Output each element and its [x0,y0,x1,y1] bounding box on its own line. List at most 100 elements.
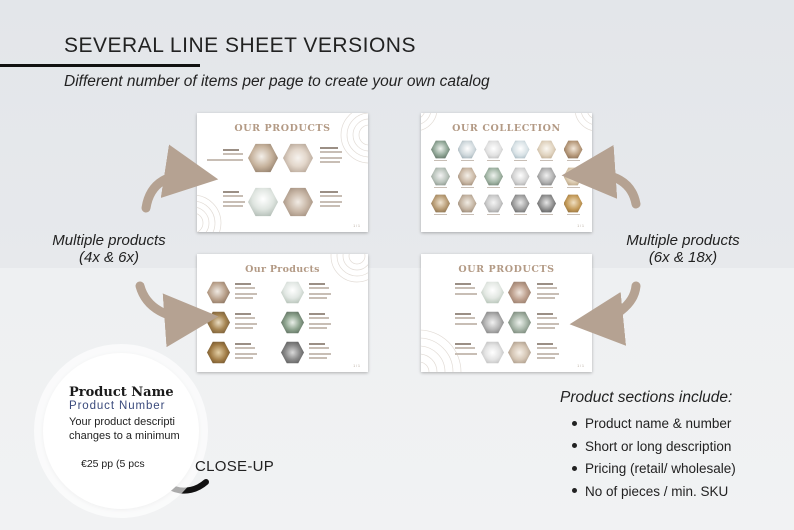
text-line [309,317,329,319]
product-image [431,167,450,186]
text-line [434,160,447,161]
text-line [309,287,329,289]
product-image [481,341,504,364]
text-line [540,187,553,188]
sheet-title: OUR COLLECTION [452,123,561,134]
text-line [309,283,325,285]
list-item: No of pieces / min. SKU [572,482,736,505]
text-line [434,187,447,188]
text-line [455,323,477,325]
text-line [309,353,331,355]
text-line [320,151,342,153]
arrow-top-right [561,144,641,209]
product-image [510,194,530,213]
decorative-arcs [330,254,368,283]
text-line [235,327,253,329]
text-line [223,153,243,155]
page-number: 1 / 1 [577,224,584,228]
text-line [513,214,527,215]
heading-underline [0,64,200,67]
text-line [455,313,471,315]
product-image [537,167,556,186]
product-image [481,281,504,304]
text-line [455,353,477,355]
sheet-title: Our Products [245,264,320,275]
text-line [460,214,474,215]
left-label-line2: (4x & 6x) [78,249,139,266]
left-label-line1: Multiple products [52,232,166,249]
product-image [537,140,556,159]
text-line [460,187,474,188]
text-line [537,283,553,285]
text-line [223,195,243,197]
text-line [223,191,239,193]
text-line [235,317,255,319]
text-line [566,214,580,215]
text-line [455,283,471,285]
text-line [309,347,329,349]
product-image [283,143,313,173]
product-image [508,341,531,364]
product-image [484,167,503,186]
product-image [281,281,304,304]
list-item: Product name & number [572,414,736,437]
product-image [457,140,477,159]
product-image [510,140,530,159]
text-line [537,353,559,355]
product-image [508,311,531,334]
closeup-magnifier: Product Name Product Number Your product… [43,353,199,509]
text-line [235,293,257,295]
product-image [457,194,477,213]
text-line [223,201,245,203]
text-line [537,317,557,319]
product-image [281,311,304,334]
product-image [431,140,450,159]
closeup-price: €25 pp (5 pcs [81,458,145,470]
text-line [309,323,331,325]
text-line [487,214,500,215]
line-sheet-6-products-alt: OUR PRODUCTS 1 / 1 [421,254,592,372]
text-line [434,214,447,215]
sheet-title: OUR PRODUCTS [234,123,331,134]
bullet-icon [572,488,577,494]
text-line [235,323,257,325]
text-line [513,160,527,161]
closeup-description: Your product descripti changes to a mini… [69,415,180,443]
text-line [537,347,557,349]
text-line [537,343,553,345]
arrow-bottom-right [569,281,641,346]
product-image [457,167,477,186]
line-sheet-6-products: Our Products 1 / 1 [197,254,368,372]
text-line [513,187,527,188]
text-line [309,343,325,345]
text-line [235,287,255,289]
left-label: Multiple products (4x & 6x) [34,232,184,266]
text-line [309,327,327,329]
text-line [235,283,251,285]
closeup-label: CLOSE-UP [195,458,275,475]
text-line [320,191,338,193]
right-label: Multiple products (6x & 18x) [608,232,758,266]
page-number: 1 / 1 [353,224,360,228]
right-label-line1: Multiple products [626,232,740,249]
text-line [235,353,257,355]
text-line [537,327,555,329]
text-line [235,343,251,345]
text-line [455,343,471,345]
text-line [223,149,239,151]
text-line [320,195,342,197]
closeup-product-name: Product Name [69,385,174,400]
text-line [320,161,340,163]
list-item: Short or long description [572,437,736,460]
line-sheet-4-products: OUR PRODUCTS 1 / 1 [197,113,368,232]
product-image [563,194,583,213]
text-line [537,293,559,295]
product-image [510,167,530,186]
sections-list: Product name & number Short or long desc… [572,414,736,504]
background-top [0,0,794,268]
product-image [484,194,503,213]
product-image [508,281,531,304]
product-image [484,140,503,159]
bullet-icon [572,420,577,426]
text-line [487,160,500,161]
